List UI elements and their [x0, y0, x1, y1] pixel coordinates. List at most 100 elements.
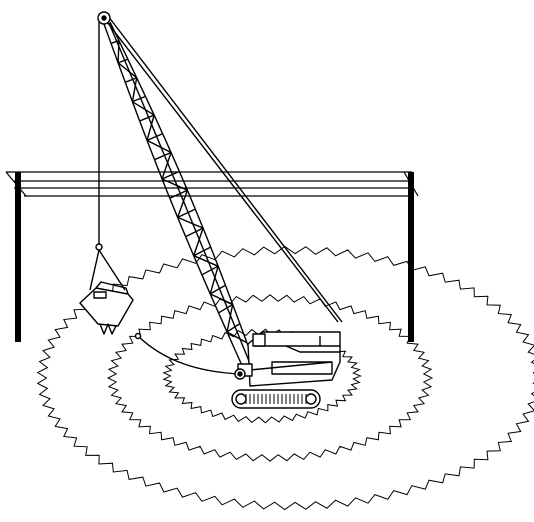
boom-strut	[185, 227, 204, 238]
crawler-track	[231, 389, 321, 409]
boom-strut	[117, 58, 129, 64]
boom-chord-left	[131, 101, 141, 122]
boom-chord-center	[164, 155, 174, 176]
boom-chord-right	[186, 189, 196, 210]
boom-chord-right	[109, 21, 120, 41]
hoist-hook	[95, 243, 103, 251]
boom-chord-right	[136, 77, 147, 97]
boom-chord-right	[194, 208, 204, 229]
boom-lacing	[226, 304, 234, 333]
boom-strut	[226, 323, 241, 333]
boom-chord-left	[209, 293, 220, 314]
boom-chord-center	[124, 60, 134, 81]
boom-strut	[177, 208, 196, 219]
track-treads	[245, 394, 307, 404]
boom-chord-right	[210, 246, 219, 267]
boom-chord-right	[232, 304, 241, 324]
drag-line-fitting	[134, 332, 142, 340]
boom-strut	[201, 265, 219, 276]
boom-chord-center	[187, 212, 197, 233]
boom-chord-right	[217, 265, 227, 286]
boom-chord-left	[161, 178, 171, 199]
boom-lacing	[117, 40, 120, 63]
boom-lacing	[146, 114, 155, 141]
boom-chord-center	[211, 270, 221, 290]
boom-lacing	[209, 265, 219, 295]
drag-line	[137, 335, 241, 375]
boom-tip-pin	[101, 15, 107, 21]
hook-sling-left	[89, 249, 100, 291]
boom-strut	[139, 114, 155, 122]
boom-chord-left	[176, 217, 187, 237]
boom-chord-center	[132, 79, 142, 100]
crossarm-left	[5, 171, 27, 197]
boom-strut	[110, 39, 120, 45]
boom-strut	[193, 246, 211, 257]
boom-chord-center	[203, 251, 213, 271]
boom-lacing	[161, 152, 172, 180]
boom-chord-right	[178, 171, 189, 191]
boom-chord-right	[144, 96, 155, 116]
boom-chord-right	[170, 152, 180, 172]
boom-lacing	[131, 77, 138, 102]
boom-lacing	[161, 178, 188, 191]
boom-chord-left	[139, 120, 148, 141]
pendant-line-1	[103, 17, 339, 323]
boom-chord-center	[172, 174, 182, 195]
boom-strut	[132, 95, 146, 103]
boom-chord-center	[219, 289, 229, 309]
boom-lacing	[176, 189, 189, 218]
boom-strut	[209, 284, 226, 295]
crane-cab	[234, 331, 341, 387]
boom-strut	[154, 151, 172, 161]
boom-chord-center	[195, 232, 205, 252]
boom-chord-left	[124, 82, 134, 102]
boom-chord-center	[148, 117, 158, 138]
boom-lacing	[117, 62, 138, 79]
boom-chord-left	[169, 197, 179, 218]
boom-lacing	[193, 255, 219, 267]
boom-chord-center	[234, 327, 244, 348]
lattice-boom	[103, 21, 255, 371]
boom-chord-left	[110, 43, 119, 64]
boom-chord-right	[224, 285, 234, 305]
crossarm-right	[403, 171, 419, 197]
boom-chord-left	[146, 140, 156, 160]
boom-chord-left	[103, 23, 112, 44]
boom-chord-left	[201, 274, 211, 295]
dragline-bucket	[79, 281, 134, 335]
boom-lacing	[146, 139, 172, 154]
boom-lacing	[132, 101, 155, 116]
boom-lacing	[209, 293, 233, 306]
boom-chord-right	[162, 133, 172, 153]
boom-chord-center	[140, 98, 150, 119]
boom-chord-right	[127, 58, 138, 79]
boom-strut	[146, 133, 163, 142]
boom-chord-center	[226, 308, 237, 329]
boom-lacing	[177, 216, 204, 229]
boom-lacing	[193, 227, 204, 256]
boom-chord-left	[117, 62, 126, 83]
boom-chord-center	[108, 22, 118, 43]
boom-chord-left	[153, 159, 163, 180]
hook-sling-right	[98, 249, 126, 291]
pendant-line-2	[107, 15, 343, 323]
boom-chord-right	[239, 323, 248, 344]
power-line	[5, 171, 419, 342]
left-pole	[15, 172, 21, 342]
crane	[79, 11, 343, 409]
boom-chord-center	[116, 41, 126, 62]
boom-chord-right	[118, 40, 129, 60]
boom-chord-center	[179, 193, 190, 214]
boom-strut	[169, 189, 188, 199]
boom-strut	[124, 77, 137, 83]
hazard-zone-ring-2	[106, 294, 434, 462]
right-pole	[408, 172, 414, 342]
boom-chord-left	[184, 236, 195, 256]
boom-chord-left	[193, 255, 203, 276]
boom-strut	[161, 170, 180, 180]
boom-strut	[218, 303, 234, 314]
boom-chord-right	[202, 227, 212, 248]
